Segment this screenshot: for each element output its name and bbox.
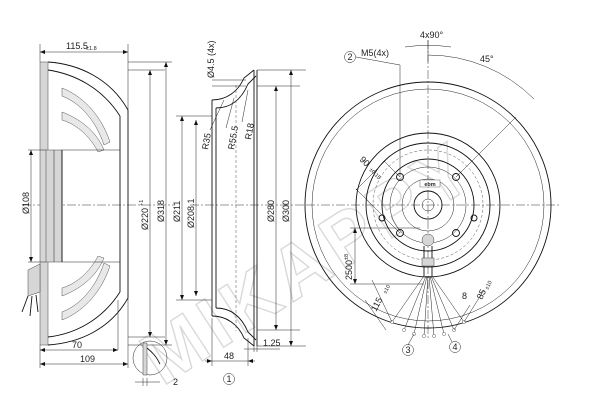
dim-width: 115.5 <box>66 41 88 51</box>
dim-280: Ø280 <box>266 200 276 222</box>
front-view: ebm 4x90° 45° 2 M5(4x) 90 ±0.15 <box>304 30 560 356</box>
dim-90: 90 <box>358 154 372 168</box>
callout-4-label: 4 <box>452 342 457 352</box>
dim-115: 115 <box>369 296 385 313</box>
dim-1-25: 1.25 <box>263 338 281 348</box>
dim-300: Ø300 <box>281 200 291 222</box>
dim-hole: Ø4.5 (4x) <box>206 40 216 78</box>
dim-2500-tol: ±8 <box>344 254 350 260</box>
dim-208: Ø208.1 <box>186 198 196 228</box>
dim-8: 8 <box>462 291 467 301</box>
dim-2500: 2500 <box>344 260 354 280</box>
dim-flange-2: 2 <box>173 377 178 387</box>
dim-inlet-dia: Ø220 <box>140 208 150 230</box>
dim-inlet-dia-tol: +1 <box>139 200 145 206</box>
dim-hub-dia: Ø108 <box>21 192 31 214</box>
dim-85-tol: ±10 <box>484 280 493 291</box>
dim-m5: M5(4x) <box>361 48 389 58</box>
dim-depth-109: 109 <box>80 354 95 364</box>
dim-85: 85 <box>475 288 488 301</box>
dim-211: Ø211 <box>172 201 182 222</box>
brand-badge: ebm <box>424 182 435 188</box>
dim-48: 48 <box>224 351 234 361</box>
dim-r35: R35 <box>200 132 213 150</box>
callout-2-label: 2 <box>347 52 352 62</box>
callout-2 <box>344 51 356 63</box>
dim-depth-70: 70 <box>72 340 82 350</box>
callout-3 <box>402 344 414 356</box>
dim-4x90: 4x90° <box>420 30 444 40</box>
dim-r55: R55.5 <box>226 125 240 150</box>
watermark: MIKAPPY <box>126 124 489 400</box>
dim-r18: R18 <box>243 122 256 140</box>
side-view: 115.5 ±1.8 Ø108 Ø220 +1 Ø318 70 109 <box>21 41 178 387</box>
callout-3-label: 3 <box>405 345 410 355</box>
dim-115-tol: ±10 <box>382 284 392 295</box>
callout-4 <box>449 341 461 353</box>
callout-1 <box>223 373 235 385</box>
dim-45: 45° <box>480 54 494 64</box>
dim-outer-dia: Ø318 <box>156 200 166 222</box>
nozzle-view: Ø4.5 (4x) R35 R55.5 R18 Ø211 Ø208.1 Ø280… <box>172 40 306 385</box>
dim-width-tol: ±1.8 <box>86 46 97 52</box>
callout-1-label: 1 <box>226 374 231 384</box>
